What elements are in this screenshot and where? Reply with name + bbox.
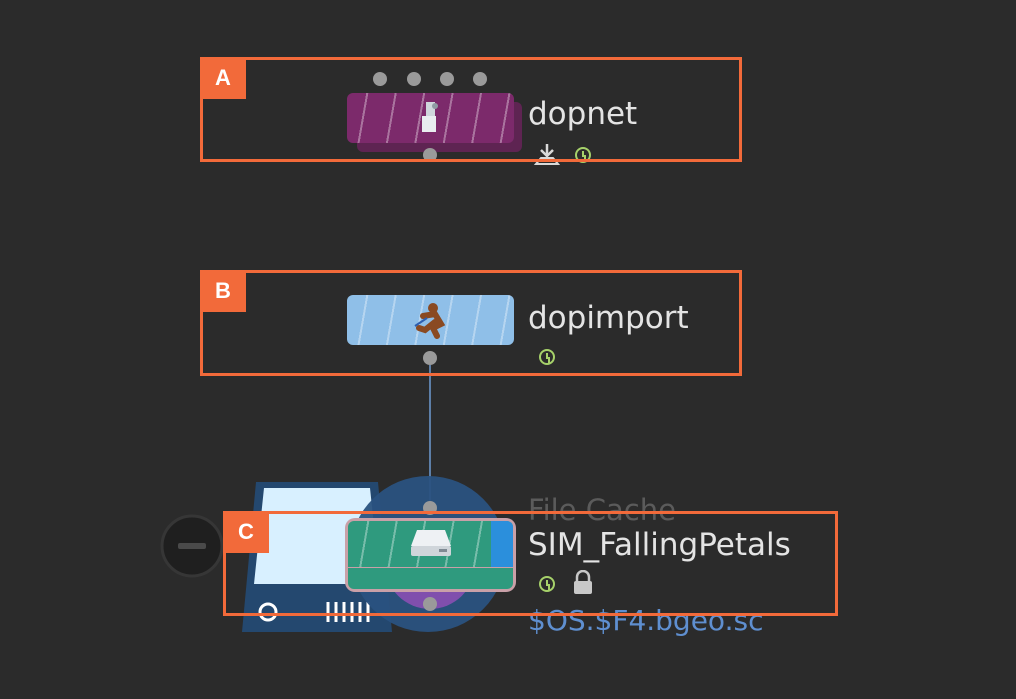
filecache-output-port[interactable]: [423, 597, 437, 611]
dopnet-node-label: dopnet: [528, 96, 638, 132]
dopnet-input-port[interactable]: [407, 72, 421, 86]
callout-box-b: B: [200, 270, 742, 376]
filecache-output-path[interactable]: $OS.$F4.bgeo.sc: [528, 604, 764, 637]
filecache-type-label: File Cache: [528, 493, 676, 527]
time-dependent-icon: [575, 147, 591, 163]
dopimport-node[interactable]: [347, 295, 514, 345]
node-stripes: [347, 295, 514, 345]
disk-drive-icon: [411, 530, 451, 556]
callout-tag-c: C: [223, 511, 269, 553]
dopnet-node[interactable]: [347, 93, 514, 143]
callout-box-c: C: [223, 511, 838, 616]
filecache-node[interactable]: [345, 518, 516, 592]
filecache-node-bottom: [348, 568, 513, 589]
callout-tag-b: B: [200, 270, 246, 312]
dopnet-input-port[interactable]: [473, 72, 487, 86]
time-dependent-icon: [539, 576, 555, 592]
time-dependent-icon: [539, 349, 555, 365]
lock-icon: [574, 570, 592, 594]
dopimport-output-port[interactable]: [423, 351, 437, 365]
dopimport-node-label: dopimport: [528, 300, 689, 336]
dopnet-input-port[interactable]: [440, 72, 454, 86]
dop-network-icon: [421, 102, 438, 132]
filecache-display-strip: [491, 521, 513, 567]
dopnet-output-port[interactable]: [423, 148, 437, 162]
dopnet-input-port[interactable]: [373, 72, 387, 86]
running-figure-icon: [413, 303, 445, 339]
callout-tag-a: A: [200, 57, 246, 99]
filecache-node-label: SIM_FallingPetals: [528, 527, 791, 563]
callout-box-a: A: [200, 57, 742, 162]
